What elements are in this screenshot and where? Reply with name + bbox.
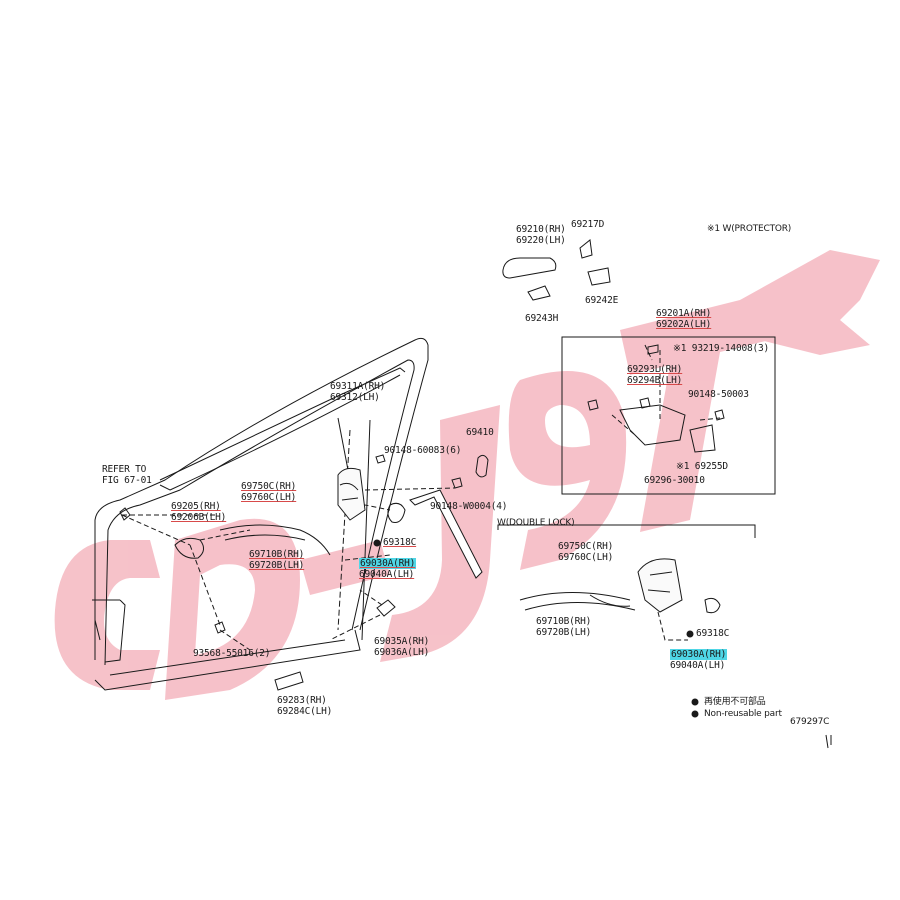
label-69294b: 69294B(LH) bbox=[627, 375, 683, 386]
label-69217d: 69217D bbox=[571, 219, 605, 230]
label-69284c: 69284C(LH) bbox=[277, 706, 333, 717]
label-69030a: 69030A(RH) bbox=[359, 558, 417, 569]
label-w69030a: 69030A(RH) bbox=[670, 649, 728, 660]
label-69035a: 69035A(RH) bbox=[374, 636, 430, 647]
refer-line1: REFER TO bbox=[102, 464, 147, 475]
legend-en: Non-reusable part bbox=[704, 709, 782, 719]
label-69220: 69220(LH) bbox=[516, 235, 566, 246]
label-69040a: 69040A(LH) bbox=[359, 569, 415, 580]
label-protector: ※1 W(PROTECTOR) bbox=[707, 224, 792, 234]
highlight-69030a: 69030A(RH) bbox=[359, 558, 417, 569]
highlight-w69030a: 69030A(RH) bbox=[670, 649, 728, 660]
label-w69318c: 69318C bbox=[696, 628, 730, 639]
label-69205: 69205(RH) bbox=[171, 501, 221, 512]
label-69312: 69312(LH) bbox=[330, 392, 380, 403]
label-69750c: 69750C(RH) bbox=[241, 481, 297, 492]
label-69311a: 69311A(RH) bbox=[330, 381, 386, 392]
label-w69760c: 69760C(LH) bbox=[558, 552, 614, 563]
refer-line2: FIG 67-01 bbox=[102, 475, 152, 486]
label-69206b: 69206B(LH) bbox=[171, 512, 227, 523]
diagram-code: 679297C bbox=[790, 717, 830, 727]
label-w69720b: 69720B(LH) bbox=[536, 627, 592, 638]
label-93219: ※1 93219-14008(3) bbox=[673, 343, 770, 354]
label-69720b: 69720B(LH) bbox=[249, 560, 305, 571]
legend-jp: 再使用不可部品 bbox=[704, 697, 766, 707]
label-90148-60083: 90148-60083(6) bbox=[384, 445, 462, 456]
label-w69040a: 69040A(LH) bbox=[670, 660, 726, 671]
label-69036a: 69036A(LH) bbox=[374, 647, 430, 658]
label-69710b: 69710B(RH) bbox=[249, 549, 305, 560]
label-w69710b: 69710B(RH) bbox=[536, 616, 592, 627]
label-double-lock: W(DOUBLE LOCK) bbox=[497, 518, 575, 528]
label-69296: 69296-30010 bbox=[644, 475, 705, 486]
label-69242e: 69242E bbox=[585, 295, 619, 306]
label-w69750c: 69750C(RH) bbox=[558, 541, 614, 552]
label-69243h: 69243H bbox=[525, 313, 559, 324]
label-69318c: 69318C bbox=[383, 537, 417, 548]
label-69210: 69210(RH) bbox=[516, 224, 566, 235]
label-90148-w0004: 90148-W0004(4) bbox=[430, 501, 508, 512]
label-69760c: 69760C(LH) bbox=[241, 492, 297, 503]
label-69201a: 69201A(RH) bbox=[656, 308, 712, 319]
label-69293l: 69293L(RH) bbox=[627, 364, 683, 375]
label-90148-50003: 90148-50003 bbox=[688, 389, 749, 400]
label-69202a: 69202A(LH) bbox=[656, 319, 712, 330]
label-69410: 69410 bbox=[466, 427, 494, 438]
label-93568: 93568-55016(2) bbox=[193, 648, 271, 659]
label-69255d: ※1 69255D bbox=[676, 461, 728, 472]
label-69283: 69283(RH) bbox=[277, 695, 327, 706]
